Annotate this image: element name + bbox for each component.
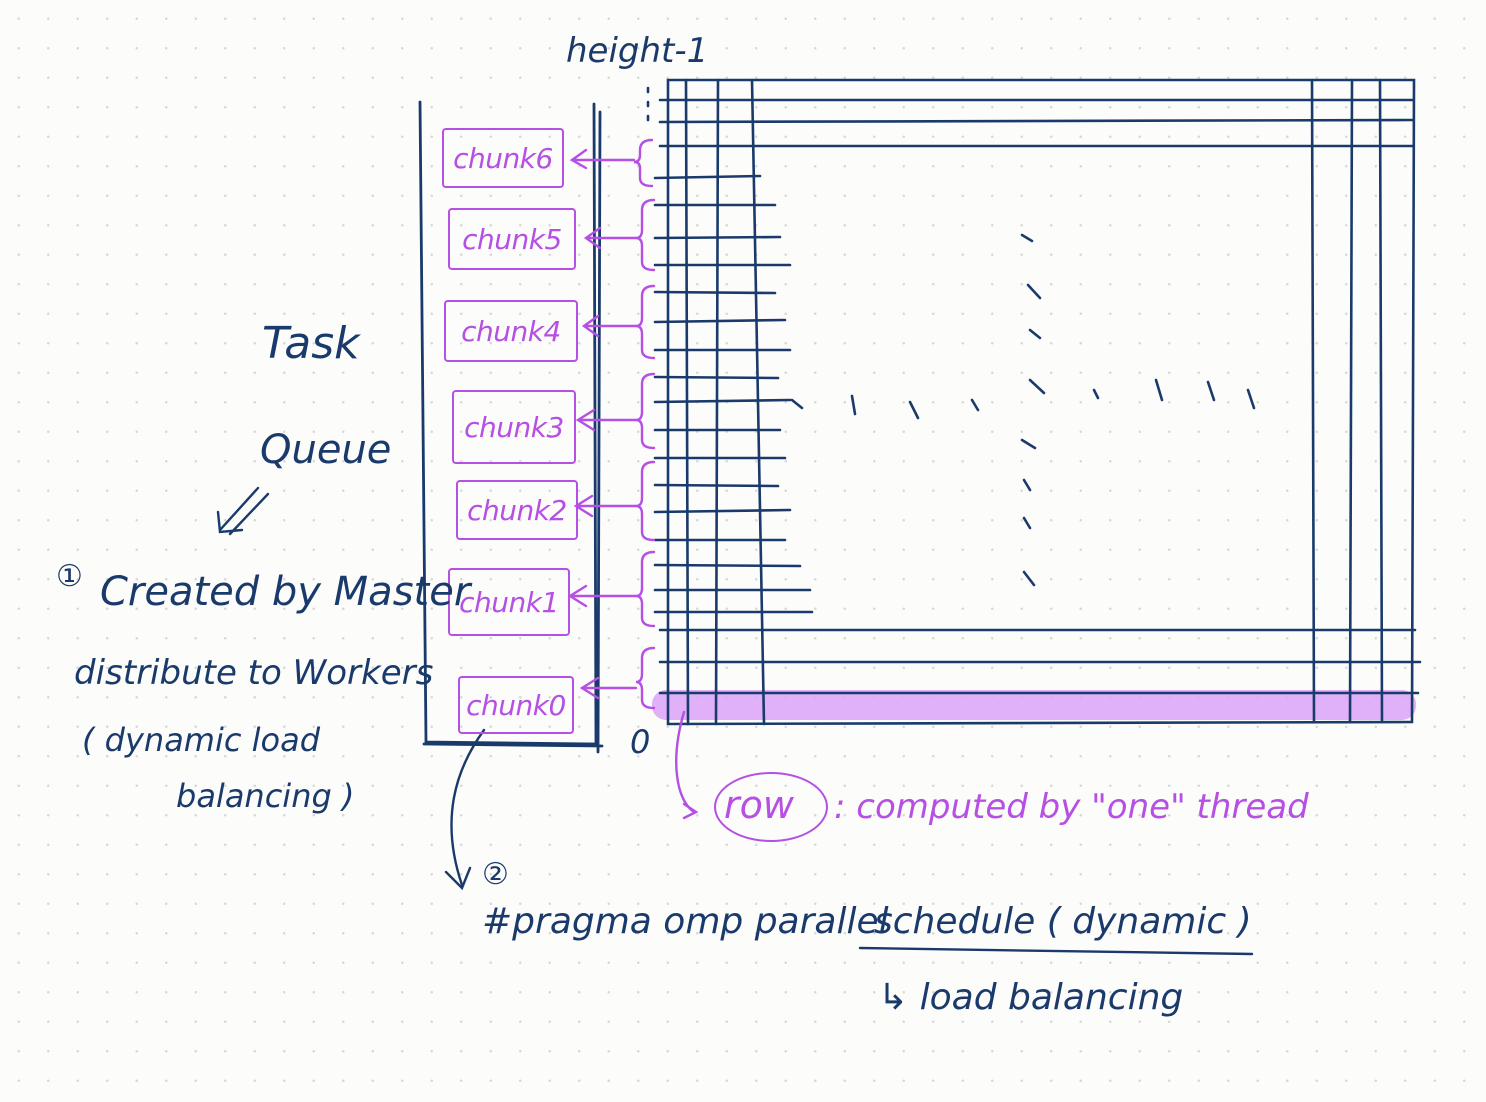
row-word-circle	[714, 772, 828, 842]
note1-line2: distribute to Workers	[74, 653, 434, 693]
queue-chunk: chunk6	[442, 128, 564, 188]
pragma-sub: ↳ load balancing	[878, 977, 1184, 1018]
pragma-schedule: schedule ( dynamic )	[874, 901, 1252, 942]
note1-line4: balancing )	[176, 777, 355, 815]
note1-marker: ①	[56, 559, 83, 594]
highlighted-row	[652, 690, 1416, 720]
queue-chunk: chunk5	[448, 208, 576, 270]
queue-chunk: chunk0	[458, 676, 574, 734]
queue-title-line2: Queue	[260, 427, 392, 473]
queue-chunk: chunk4	[444, 300, 578, 362]
queue-chunk: chunk1	[448, 568, 570, 636]
note1-line1: Created by Master	[100, 569, 471, 615]
queue-chunk: chunk2	[456, 480, 578, 540]
queue-box	[418, 100, 604, 754]
pixel-grid	[646, 78, 1422, 726]
pragma-prefix: #pragma omp parallel	[482, 901, 889, 942]
queue-to-pragma-arrow	[216, 486, 486, 891]
note1-line3: ( dynamic load	[82, 721, 321, 759]
row-to-note-arrow	[675, 710, 699, 820]
chunk-arrows	[567, 138, 656, 710]
queue-chunk: chunk3	[452, 390, 576, 464]
row-word: row	[724, 783, 794, 827]
grid-frame	[666, 78, 1416, 726]
note2-marker: ②	[482, 857, 509, 892]
queue-title-line1: Task	[262, 318, 360, 369]
grid-bottom-label: 0	[630, 723, 651, 761]
schedule-underline	[858, 946, 1254, 956]
row-note-text: : computed by "one" thread	[834, 787, 1309, 827]
grid-top-label: height-1	[566, 31, 709, 71]
